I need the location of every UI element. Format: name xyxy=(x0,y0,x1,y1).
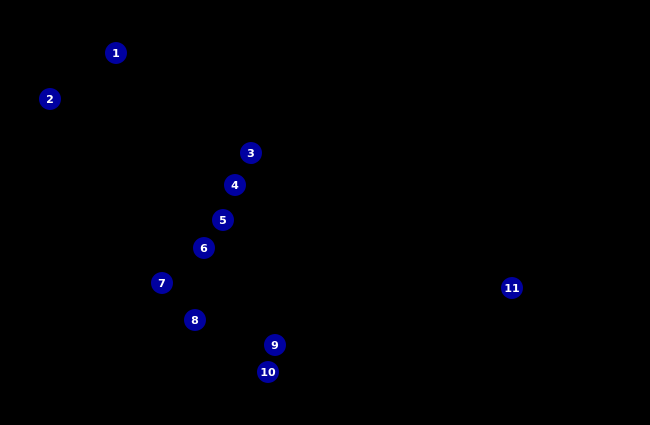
som-marker-11[interactable]: 11 xyxy=(501,277,523,299)
som-marker-1[interactable]: 1 xyxy=(105,42,127,64)
som-marker-8[interactable]: 8 xyxy=(184,309,206,331)
som-marker-9[interactable]: 9 xyxy=(264,334,286,356)
som-marker-7[interactable]: 7 xyxy=(151,272,173,294)
som-marker-10[interactable]: 10 xyxy=(257,361,279,383)
som-marker-6[interactable]: 6 xyxy=(193,237,215,259)
som-marker-5[interactable]: 5 xyxy=(212,209,234,231)
som-marker-4[interactable]: 4 xyxy=(224,174,246,196)
som-marker-3[interactable]: 3 xyxy=(240,142,262,164)
som-marker-2[interactable]: 2 xyxy=(39,88,61,110)
